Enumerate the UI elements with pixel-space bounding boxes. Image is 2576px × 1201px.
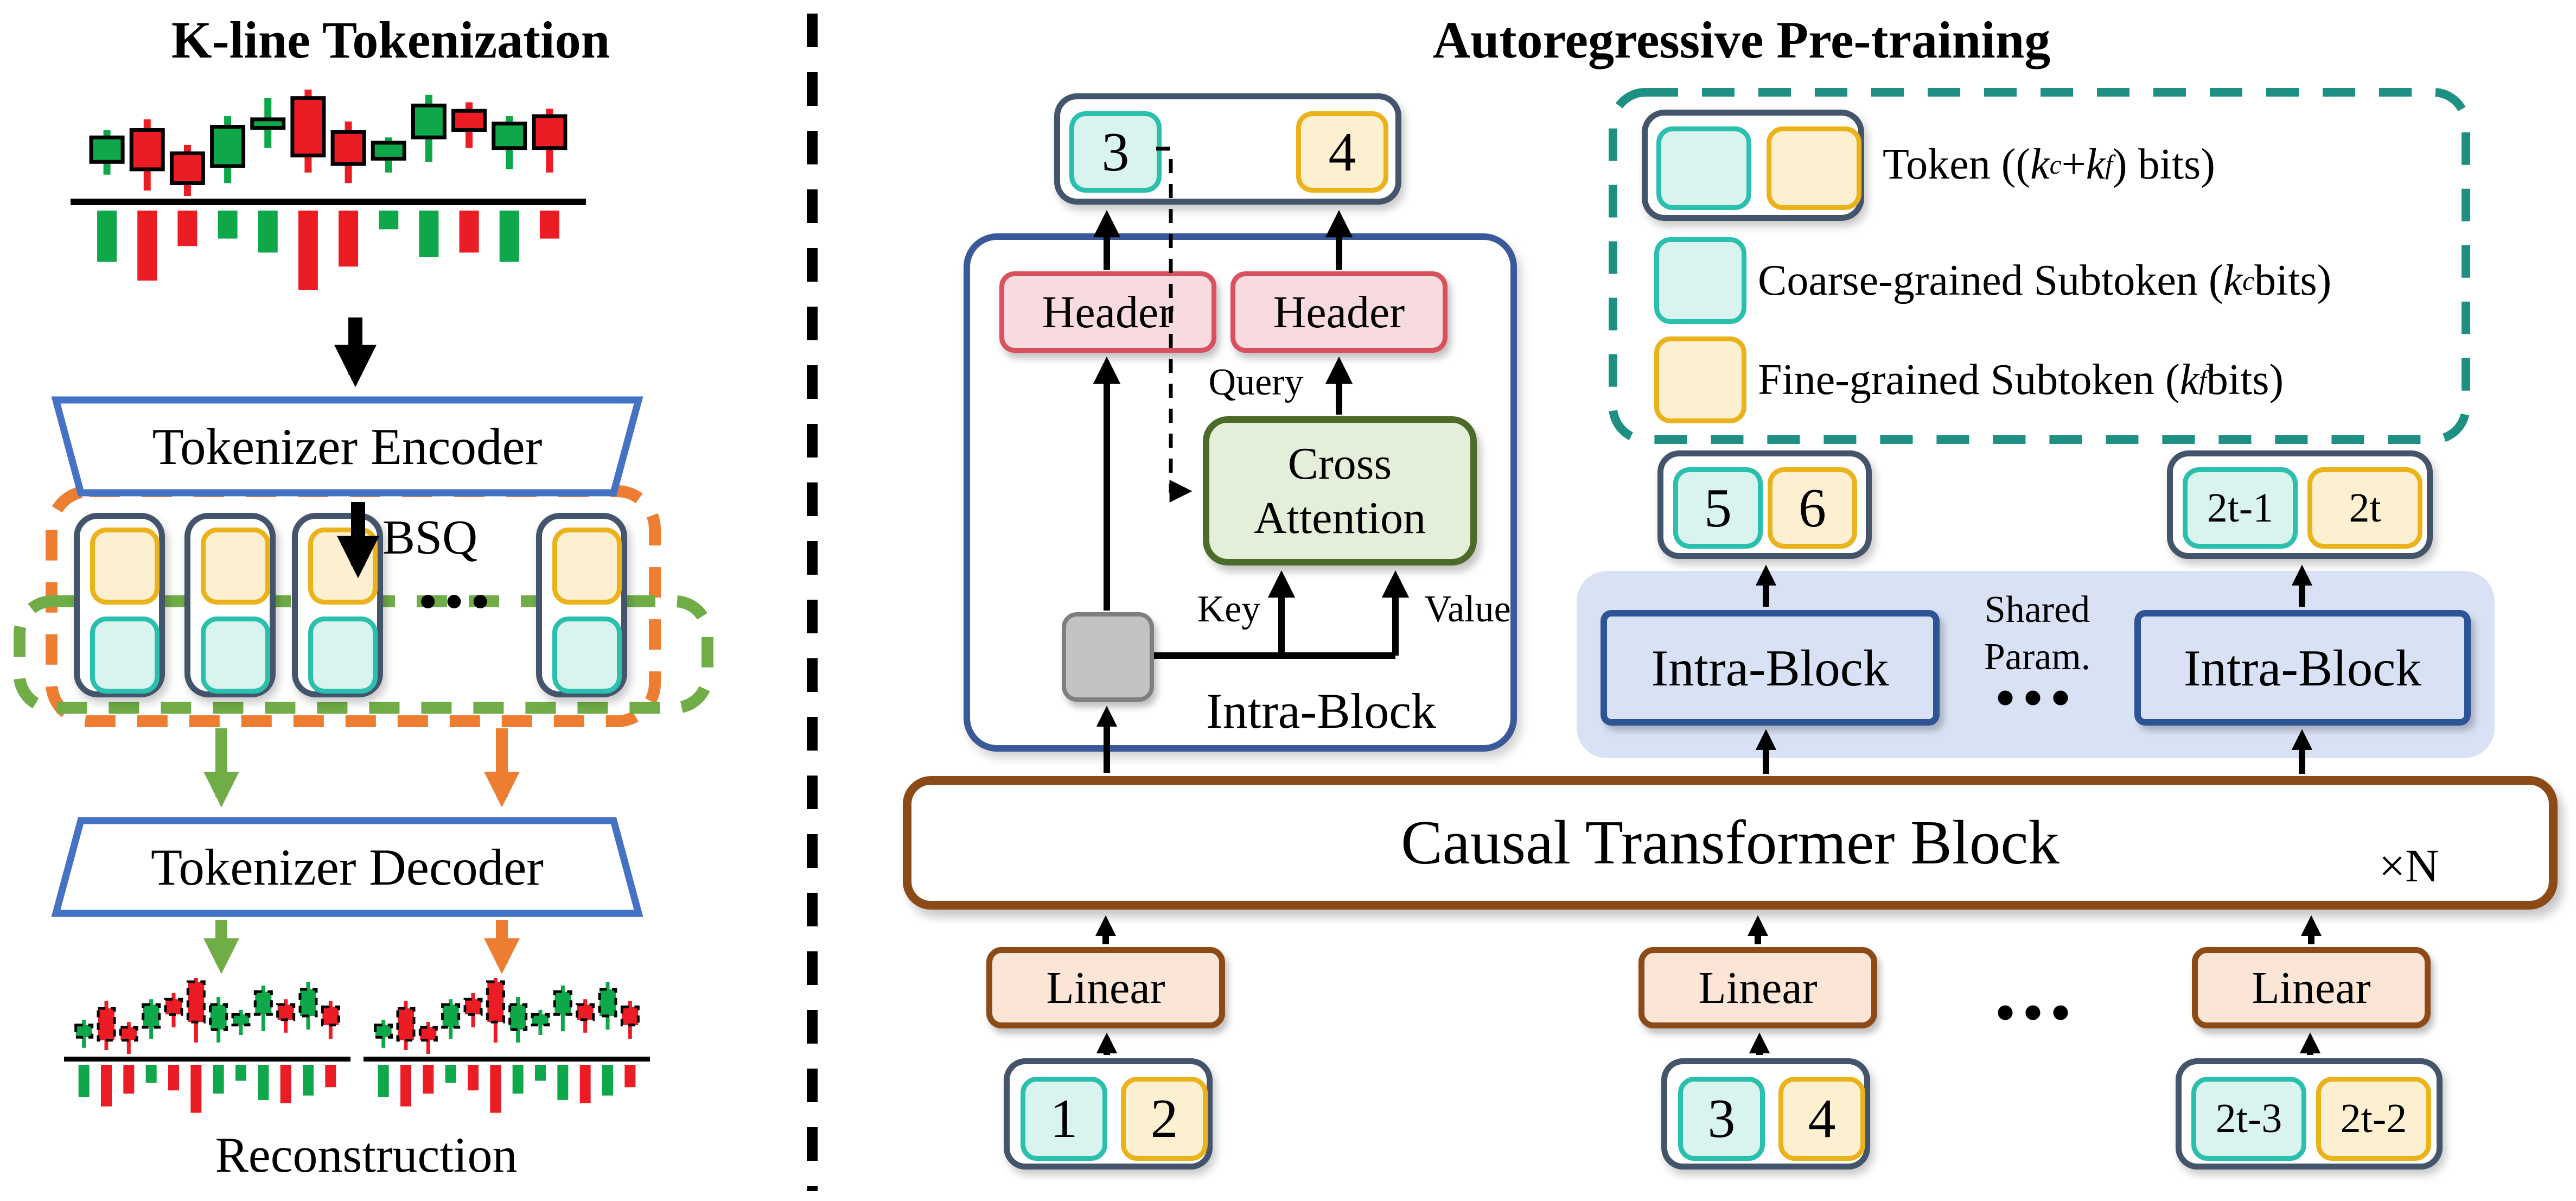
coarse-subtoken bbox=[552, 617, 622, 694]
fine-subtoken-6: 6 bbox=[1768, 467, 1857, 549]
coarse-subtoken-3b: 3 bbox=[1678, 1077, 1765, 1161]
legend-fine-box bbox=[1654, 336, 1746, 423]
coarse-subtoken-3: 3 bbox=[1069, 111, 1162, 193]
input-token-3: 2t-3 2t-2 bbox=[2176, 1058, 2443, 1170]
fine-subtoken-2: 2 bbox=[1121, 1077, 1208, 1161]
coarse-subtoken-2t3: 2t-3 bbox=[2191, 1077, 2306, 1161]
fine-subtoken-2t2: 2t-2 bbox=[2316, 1077, 2431, 1161]
shared-param-label: Shared Param. bbox=[1984, 588, 2091, 678]
token-2t1-2t: 2t-1 2t bbox=[2167, 450, 2433, 559]
xn-label: ×N bbox=[2379, 840, 2439, 892]
reconstruction-label: Reconstruction bbox=[215, 1127, 518, 1183]
fine-subtoken bbox=[308, 528, 378, 605]
kline-token-1 bbox=[74, 513, 165, 697]
fine-subtoken-4: 4 bbox=[1296, 111, 1388, 193]
recon-chart-left bbox=[64, 978, 350, 1113]
kline-token-4 bbox=[536, 513, 627, 697]
header-2: Header bbox=[1230, 271, 1448, 353]
header-1: Header bbox=[999, 271, 1216, 353]
fine-subtoken bbox=[201, 528, 270, 605]
kline-token-2 bbox=[184, 513, 276, 697]
kline-title: K-line Tokenization bbox=[171, 10, 610, 69]
intra-block-caption: Intra-Block bbox=[1206, 683, 1437, 739]
token-ellipsis: ••• bbox=[419, 574, 498, 629]
intra-block-2: Intra-Block bbox=[2134, 610, 2471, 726]
value-label: Value bbox=[1424, 588, 1511, 630]
linear-2: Linear bbox=[1638, 947, 1877, 1028]
param-ellipsis: ••• bbox=[1995, 667, 2079, 728]
coarse-subtoken-1: 1 bbox=[1021, 1077, 1107, 1161]
hidden-state-box bbox=[1062, 612, 1154, 702]
linear-3: Linear bbox=[2192, 947, 2431, 1028]
key-label: Key bbox=[1197, 588, 1261, 630]
intra-block-1: Intra-Block bbox=[1601, 610, 1940, 726]
recon-chart-right bbox=[364, 978, 650, 1113]
legend-outline bbox=[1609, 88, 2470, 444]
coarse-subtoken-2t1: 2t-1 bbox=[2183, 467, 2298, 549]
tokenizer-decoder-label: Tokenizer Decoder bbox=[151, 838, 544, 896]
ar-title: Autoregressive Pre-training bbox=[1432, 10, 2051, 69]
tokenizer-encoder-label: Tokenizer Encoder bbox=[152, 417, 543, 475]
fine-subtoken bbox=[552, 528, 622, 605]
legend-coarse-subtoken bbox=[1656, 126, 1751, 210]
legend-fine-subtoken bbox=[1767, 126, 1861, 210]
query-label: Query bbox=[1208, 361, 1304, 403]
input-token-2: 3 4 bbox=[1661, 1058, 1870, 1170]
legend-coarse-box bbox=[1654, 237, 1746, 324]
tokenizer-decoder-shape bbox=[51, 817, 643, 917]
coarse-subtoken bbox=[201, 617, 270, 694]
coarse-subtoken-5: 5 bbox=[1673, 467, 1763, 549]
fine-subtoken bbox=[90, 528, 160, 605]
kline-token-3 bbox=[292, 513, 383, 697]
linear-ellipsis: ••• bbox=[1995, 982, 2079, 1043]
causal-transformer-block bbox=[903, 776, 2558, 910]
fine-subtoken-4b: 4 bbox=[1778, 1077, 1865, 1161]
input-token-1: 1 2 bbox=[1004, 1058, 1213, 1170]
cross-attention: Cross Attention bbox=[1203, 416, 1477, 565]
tokenizer-encoder-shape bbox=[51, 396, 643, 497]
predicted-token-box: 3 4 bbox=[1054, 93, 1401, 205]
token-5-6: 5 6 bbox=[1657, 450, 1872, 559]
coarse-subtoken bbox=[90, 617, 160, 694]
bsq-label: BSQ bbox=[382, 510, 478, 564]
legend-token bbox=[1642, 110, 1864, 221]
coarse-row-green-outline bbox=[14, 595, 713, 714]
coarse-subtoken bbox=[308, 617, 378, 694]
kline-chart bbox=[71, 90, 586, 290]
linear-1: Linear bbox=[986, 947, 1225, 1028]
causal-transformer-label: Causal Transformer Block bbox=[1401, 808, 2059, 877]
fine-subtoken-2t: 2t bbox=[2307, 467, 2422, 549]
